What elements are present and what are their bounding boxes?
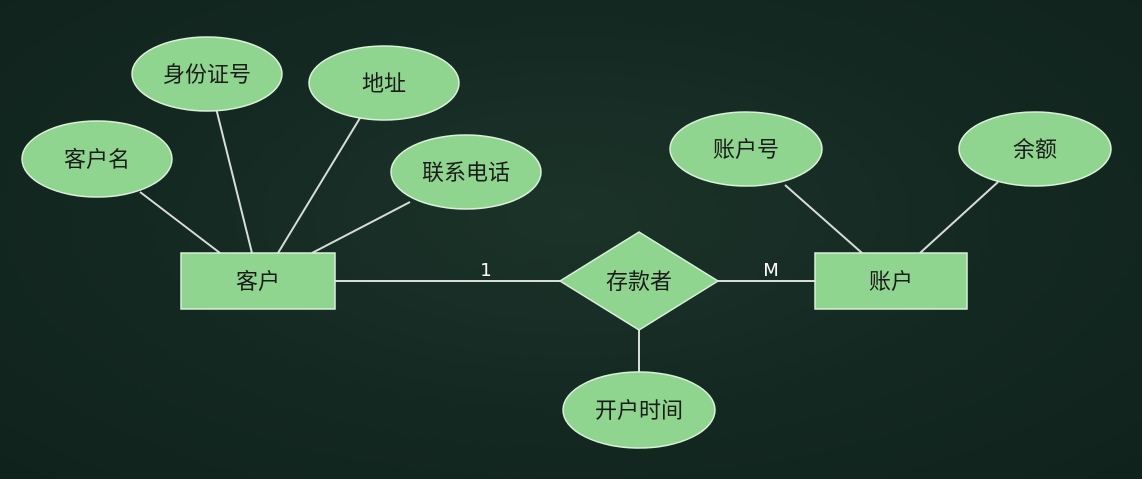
entity-label: 客户 <box>236 270 280 295</box>
attribute-balance: 余额 <box>958 111 1112 187</box>
relationship-label: 存款者 <box>606 270 672 295</box>
attribute-label: 地址 <box>362 72 406 97</box>
edge-id-number <box>215 107 253 254</box>
attribute-id-number: 身份证号 <box>131 36 283 112</box>
attribute-label: 余额 <box>1013 138 1057 163</box>
edge-balance <box>919 181 999 254</box>
attribute-label: 身份证号 <box>163 63 251 88</box>
relationship-depositor: 存款者 <box>558 231 720 331</box>
attribute-account-number: 账户号 <box>669 111 823 187</box>
attribute-customer-name: 客户名 <box>21 120 173 198</box>
attribute-label: 联系电话 <box>422 161 510 186</box>
attribute-label: 客户名 <box>64 148 130 173</box>
attribute-address: 地址 <box>308 45 460 121</box>
entity-label: 账户 <box>869 270 913 295</box>
edge-address <box>277 117 361 254</box>
attribute-phone: 联系电话 <box>390 134 542 210</box>
attribute-label: 账户号 <box>713 138 779 163</box>
attribute-open-time: 开户时间 <box>562 371 716 449</box>
attribute-label: 开户时间 <box>595 399 683 424</box>
entity-customer: 客户 <box>180 252 336 310</box>
edge-account-number <box>784 184 863 254</box>
entity-account: 账户 <box>814 252 968 310</box>
edge-customer-name <box>139 191 221 254</box>
cardinality-account: M <box>763 260 779 281</box>
cardinality-customer: 1 <box>480 260 491 281</box>
connectors <box>139 107 999 373</box>
edge-phone <box>311 201 411 254</box>
